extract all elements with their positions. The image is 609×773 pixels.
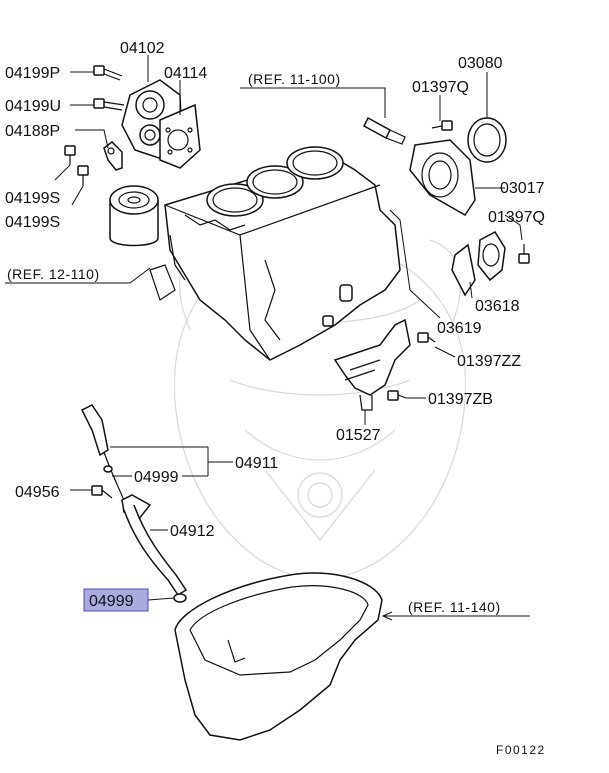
label-03618[interactable]: 03618	[475, 298, 520, 315]
label-04911[interactable]: 04911	[235, 455, 278, 472]
label-04199S-b[interactable]: 04199S	[5, 214, 60, 231]
label-04199P[interactable]: 04199P	[5, 65, 60, 82]
bolt-04199S-b[interactable]	[77, 165, 89, 186]
bolt-01397ZZ[interactable]	[417, 332, 436, 343]
label-03080[interactable]: 03080	[458, 55, 503, 72]
oil-pump[interactable]	[121, 79, 201, 169]
label-01397Q-b[interactable]: 01397Q	[488, 209, 545, 226]
ref-11-100-label[interactable]: (REF. 11-100)	[248, 71, 341, 87]
label-04999-b-highlighted[interactable]: 04999	[89, 593, 134, 610]
label-04102[interactable]: 04102	[120, 40, 165, 57]
highlight-box-04999	[83, 588, 149, 612]
engine-block	[149, 146, 401, 361]
label-01397Q-a[interactable]: 01397Q	[412, 79, 469, 96]
label-04199U[interactable]: 04199U	[5, 98, 61, 115]
part-labels: 04102 04114 04199P 04199U 04188P 04199S …	[5, 40, 546, 757]
bracket-04188P[interactable]	[103, 141, 123, 171]
label-04956[interactable]: 04956	[15, 484, 60, 501]
label-04999-a[interactable]: 04999	[134, 469, 179, 486]
oil-pan[interactable]	[174, 572, 383, 741]
label-01527[interactable]: 01527	[336, 427, 381, 444]
o-ring-04999-b[interactable]	[173, 593, 187, 603]
bolt-01397Q-b[interactable]	[518, 244, 530, 264]
bolt-04199P[interactable]	[93, 65, 123, 81]
bolt-04199U[interactable]	[93, 98, 125, 111]
guide-tube-04912[interactable]	[121, 494, 188, 597]
oil-level-gauge-04911[interactable]	[80, 404, 129, 511]
gasket-03618[interactable]	[477, 231, 506, 282]
oil-seal-03080[interactable]	[467, 117, 507, 163]
label-04114[interactable]: 04114	[164, 65, 207, 82]
ref-11-100-pin	[363, 116, 406, 145]
leader-lines	[5, 55, 530, 621]
label-04188P[interactable]: 04188P	[5, 123, 60, 140]
label-04912[interactable]: 04912	[170, 523, 215, 540]
label-01397ZB[interactable]: 01397ZB	[428, 391, 493, 408]
bracket-01527[interactable]	[333, 318, 411, 411]
ref-12-110-label[interactable]: (REF. 12-110)	[7, 266, 100, 282]
bolt-04956[interactable]	[91, 485, 113, 499]
oil-filter[interactable]	[109, 185, 159, 247]
label-03619[interactable]: 03619	[437, 320, 482, 337]
ref-11-140-label[interactable]: (REF. 11-140)	[408, 599, 501, 615]
oil-seal-case-03017[interactable]	[409, 139, 476, 216]
label-03017[interactable]: 03017	[500, 180, 545, 197]
label-01397ZZ[interactable]: 01397ZZ	[457, 353, 521, 370]
plate-03619[interactable]	[451, 243, 476, 297]
bolt-01397Q-a[interactable]	[431, 120, 453, 131]
bolt-01397ZB[interactable]	[387, 390, 407, 401]
bolt-04199S-a[interactable]	[64, 145, 76, 165]
label-04199S-a[interactable]: 04199S	[5, 190, 60, 207]
o-ring-04999-a[interactable]	[103, 465, 113, 473]
figure-code: F00122	[496, 743, 546, 757]
